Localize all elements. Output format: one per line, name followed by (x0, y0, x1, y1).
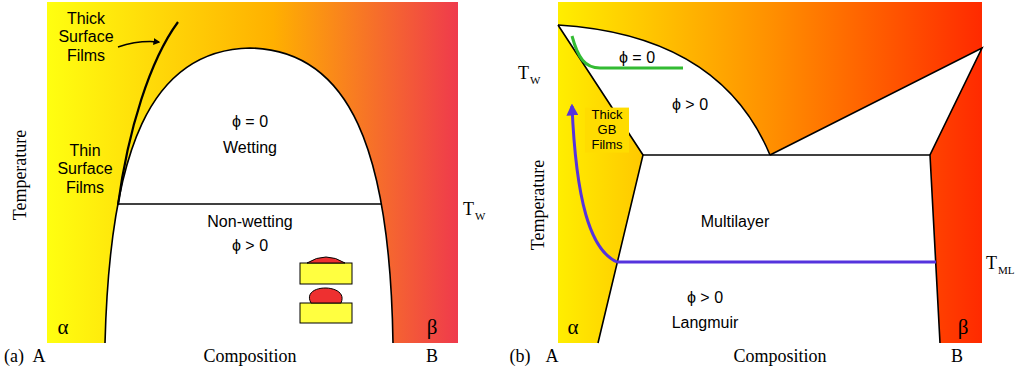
symbol-letter: T (518, 63, 529, 83)
diagram-label: ϕ > 0 (672, 96, 708, 114)
wetting-lens-icon (307, 257, 345, 263)
beta-boundary-line (770, 48, 982, 343)
temperature-symbol: TW (463, 200, 485, 218)
diagram-label: B (951, 346, 963, 367)
diagram-label: Wetting (223, 139, 277, 157)
temperature-symbol: TW (518, 64, 540, 82)
diagram-label: Temperature (10, 130, 31, 221)
solidus-solvus-line (558, 25, 643, 343)
diagram-label: A (546, 346, 559, 367)
diagram-label: A (33, 346, 46, 367)
dome-outline (105, 48, 393, 343)
symbol-letter: T (986, 253, 997, 273)
diagram-label: (b) (510, 346, 531, 367)
diagram-label: ϕ = 0 (232, 113, 268, 131)
symbol-subscript: W (475, 210, 485, 222)
wetting-temperature-line (90, 203, 410, 205)
eutectic-line (643, 154, 930, 156)
multilayer-transition-line (617, 261, 936, 264)
diagram-label: Non-wetting (207, 213, 292, 231)
temperature-symbol: TML (986, 254, 1015, 272)
symbol-letter: T (463, 199, 474, 219)
two-phase-region (598, 155, 940, 343)
symbol-subscript: W (530, 74, 540, 86)
diagram-label: Thin Surface Films (54, 142, 116, 197)
diagram-label: Thick Surface Films (53, 10, 119, 65)
panel-b-ground (558, 2, 982, 343)
diagram-label: ϕ = 0 (619, 49, 655, 67)
diagram-label: B (426, 346, 438, 367)
diagram-label: Composition (733, 346, 826, 367)
diagram-label: (a) (4, 346, 24, 367)
substrate-icon (300, 263, 352, 284)
diagram-label: ϕ > 0 (687, 289, 723, 307)
diagram-label: Langmuir (672, 314, 739, 332)
diagram-label: α (57, 315, 68, 339)
symbol-subscript: ML (998, 264, 1015, 276)
wetting-transition-line (572, 36, 683, 68)
diagram-label: Thick GB Films (585, 108, 629, 153)
droplet-icon (309, 288, 342, 303)
diagram-label: α (567, 315, 578, 339)
diagram-label: β (958, 315, 969, 339)
substrate-icon (300, 303, 352, 323)
miscibility-dome (105, 48, 393, 343)
pointer-arrow (118, 42, 159, 47)
two-phase-region (558, 25, 770, 155)
thick-film-curve (118, 22, 178, 205)
liquidus-line (558, 25, 770, 155)
diagram-label: ϕ > 0 (232, 237, 268, 255)
panel-a-ground (47, 2, 458, 343)
diagram-label: β (427, 315, 438, 339)
diagram-label: Composition (203, 346, 296, 367)
diagram-label: Multilayer (701, 213, 769, 231)
diagram-label: Temperature (528, 160, 549, 251)
